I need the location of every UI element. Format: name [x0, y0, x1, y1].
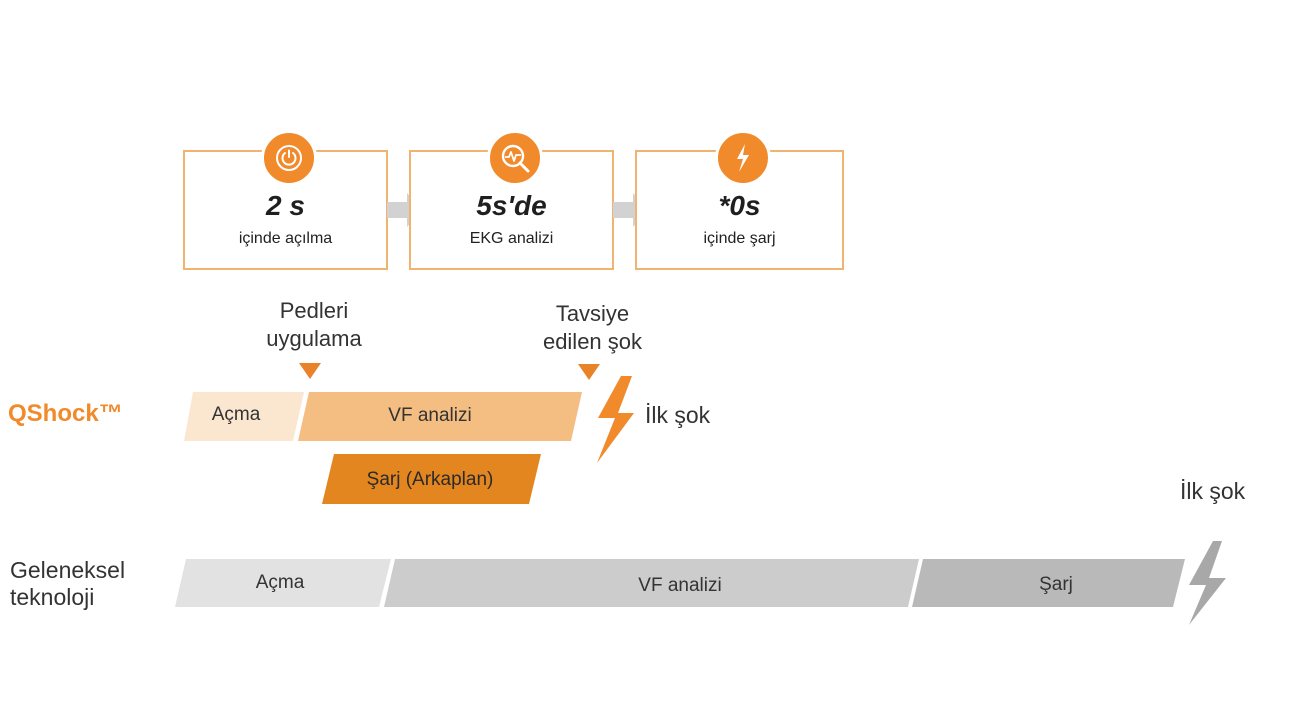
conventional-title: Geleneksel teknoloji	[10, 557, 125, 611]
step-time: *0s	[718, 190, 761, 221]
recommended-shock-marker	[578, 364, 600, 380]
power-icon	[260, 130, 317, 186]
conventional-first-shock-icon	[1189, 541, 1226, 625]
step-card-charge: *0s içinde şarj	[635, 130, 844, 270]
conventional-first-shock-label: İlk şok	[1180, 478, 1246, 504]
qshock-charge-bar	[322, 454, 541, 504]
step-caption: içinde açılma	[238, 230, 333, 247]
ecg-analysis-icon	[486, 130, 543, 186]
conventional-charge-label: Şarj	[1039, 574, 1073, 595]
qshock-first-shock-icon	[597, 376, 634, 463]
step-time: 2 s	[266, 190, 305, 221]
qshock-charge-label: Şarj (Arkaplan)	[366, 469, 494, 490]
step-card-power-on: 2 s içinde açılma	[183, 130, 388, 270]
conventional-title-line1: Geleneksel	[10, 557, 126, 583]
conventional-title-line2: teknoloji	[10, 584, 95, 610]
step-time: 5s'de	[476, 190, 547, 221]
qshock-power-on-label: Açma	[211, 404, 261, 425]
qshock-vf-analysis-label: VF analizi	[388, 405, 472, 426]
qshock-power-on-bar	[184, 392, 304, 441]
conventional-vf-analysis-bar	[384, 559, 919, 607]
apply-pads-marker	[299, 363, 321, 379]
qshock-title: QShock™	[8, 400, 123, 427]
step-caption: içinde şarj	[703, 230, 776, 247]
recommended-shock-label: Tavsiye edilen şok	[542, 301, 643, 354]
conventional-power-on-label: Açma	[255, 572, 305, 593]
conventional-vf-analysis-label: VF analizi	[638, 575, 722, 596]
apply-pads-label: Pedleri uygulama	[266, 298, 362, 351]
lightning-icon	[714, 130, 771, 186]
step-caption: EKG analizi	[469, 230, 554, 247]
qshock-vf-analysis-bar	[298, 392, 582, 441]
conventional-charge-bar	[912, 559, 1185, 607]
qshock-first-shock-label: İlk şok	[645, 402, 711, 428]
step-card-ecg: 5s'de EKG analizi	[409, 130, 614, 270]
conventional-power-on-bar	[175, 559, 391, 607]
